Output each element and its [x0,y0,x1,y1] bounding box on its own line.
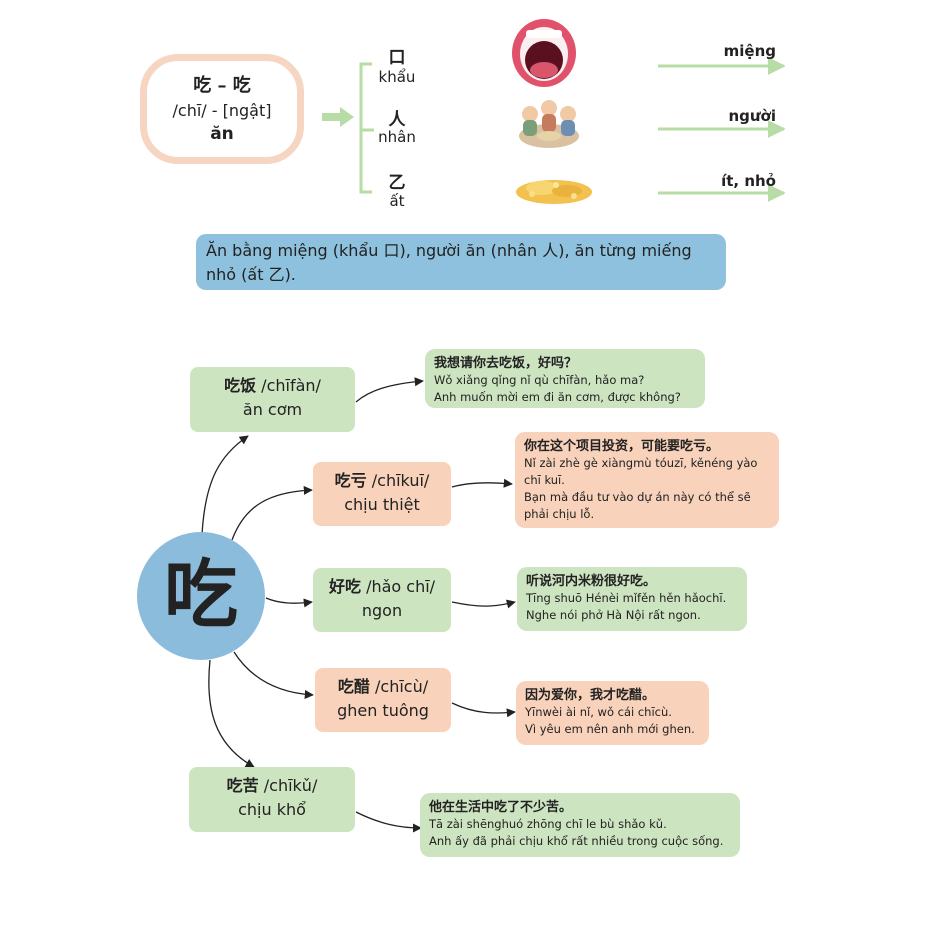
link-ex-4 [451,702,516,718]
word-pinyin: /hǎo chī/ [366,577,436,596]
example-vietnamese: Vì yêu em nên anh mới ghen. [525,722,695,736]
word-meaning: chịu khổ [238,800,306,819]
link-ex-3 [451,599,516,609]
branch-chicu [233,651,314,700]
word-pinyin: /chīcù/ [375,677,429,696]
center-character: 吃 [137,532,265,660]
example-chinese: 听说河内米粉很好吃。 [526,574,657,589]
word-node-haochi: 好吃 /hǎo chī/ ngon [313,568,451,632]
people-eating-icon [519,100,579,148]
word-pinyin: /chīkǔ/ [263,776,318,795]
example-box-haochi: 听说河内米粉很好吃。 Tīng shuō Hénèi mǐfěn hěn hǎo… [517,567,747,631]
example-chinese: 你在这个项目投资，可能要吃亏。 [524,439,720,454]
example-box-chiku: 他在生活中吃了不少苦。 Tā zài shēnghuó zhōng chī le… [420,793,740,857]
branch-haochi [265,597,313,608]
example-vietnamese: Nghe nói phở Hà Nội rất ngon. [526,608,701,622]
word-hanzi: 吃醋 [337,677,370,696]
component-reading-ren: nhân [378,128,416,146]
example-box-chicu: 因为爱你，我才吃醋。 Yīnwèi ài nǐ, wǒ cái chīcù. V… [516,681,709,745]
example-chinese: 因为爱你，我才吃醋。 [525,688,656,703]
component-char-ren: 人 [388,110,406,130]
component-reading-yi: ất [389,192,405,210]
link-ex-1 [355,377,424,403]
example-box-chifan: 我想请你去吃饭，好吗？ Wǒ xiǎng qǐng nǐ qù chīfàn, … [425,349,705,408]
title-chars: 吃 – 吃 [193,75,251,96]
word-node-chikui: 吃亏 /chīkuī/ chịu thiệt [313,462,451,526]
word-meaning: chịu thiệt [344,495,420,514]
example-pinyin: Yīnwèi ài nǐ, wǒ cái chīcù. [525,705,672,719]
word-hanzi: 吃苦 [226,776,259,795]
word-node-chicu: 吃醋 /chīcù/ ghen tuông [315,668,451,732]
example-pinyin: Tīng shuō Hénèi mǐfěn hěn hǎochī. [526,591,727,605]
component-reading-kou: khẩu [378,68,416,86]
example-vietnamese: Bạn mà đầu tư vào dự án này có thể sẽ ph… [524,490,751,521]
component-char-yi: 乙 [388,173,406,193]
word-node-chifan: 吃饭 /chīfàn/ ăn cơm [190,367,355,432]
small-grains-icon [516,180,592,204]
word-hanzi: 吃亏 [334,471,367,490]
component-meaning-ren: người [728,107,776,125]
component-meaning-yi: ít, nhỏ [721,172,776,190]
link-ex-2 [451,478,513,488]
link-ex-5 [355,811,422,833]
example-vietnamese: Anh muốn mời em đi ăn cơm, được không? [434,390,681,404]
example-chinese: 我想请你去吃饭，好吗？ [434,356,578,371]
word-meaning: ngon [361,601,403,620]
example-pinyin: Nǐ zài zhè gè xiàngmù tóuzī, kěnéng yào … [524,456,758,487]
component-char-kou: 口 [388,48,406,68]
example-vietnamese: Anh ấy đã phải chịu khổ rất nhiều trong … [429,834,724,848]
example-pinyin: Tā zài shēnghuó zhōng chī le bù shǎo kǔ. [429,817,667,831]
word-pinyin: /chīfàn/ [261,376,321,395]
example-chinese: 他在生活中吃了不少苦。 [429,800,573,815]
example-box-chikui: 你在这个项目投资，可能要吃亏。 Nǐ zài zhè gè xiàngmù tó… [515,432,779,528]
component-bracket [359,62,374,194]
branch-chifan [201,435,249,536]
open-mouth-icon [512,19,576,87]
branch-chikui [231,485,313,541]
word-node-chiku: 吃苦 /chīkǔ/ chịu khổ [189,767,355,832]
component-meaning-kou: miệng [723,42,776,60]
branch-chiku [208,659,255,768]
summary-box: Ăn bằng miệng (khẩu 口), người ăn (nhân 人… [196,234,726,290]
word-meaning: ăn cơm [242,400,303,419]
title-pronunciation: /chī/ - [ngật] [172,101,272,120]
word-hanzi: 好吃 [328,577,361,596]
word-hanzi: 吃饭 [224,376,257,395]
example-pinyin: Wǒ xiǎng qǐng nǐ qù chīfàn, hǎo ma? [434,373,645,387]
character-title-box: 吃 – 吃 /chī/ - [ngật] ăn [140,54,304,164]
title-meaning: ăn [210,124,234,144]
word-pinyin: /chīkuī/ [371,471,430,490]
word-meaning: ghen tuông [337,701,429,720]
